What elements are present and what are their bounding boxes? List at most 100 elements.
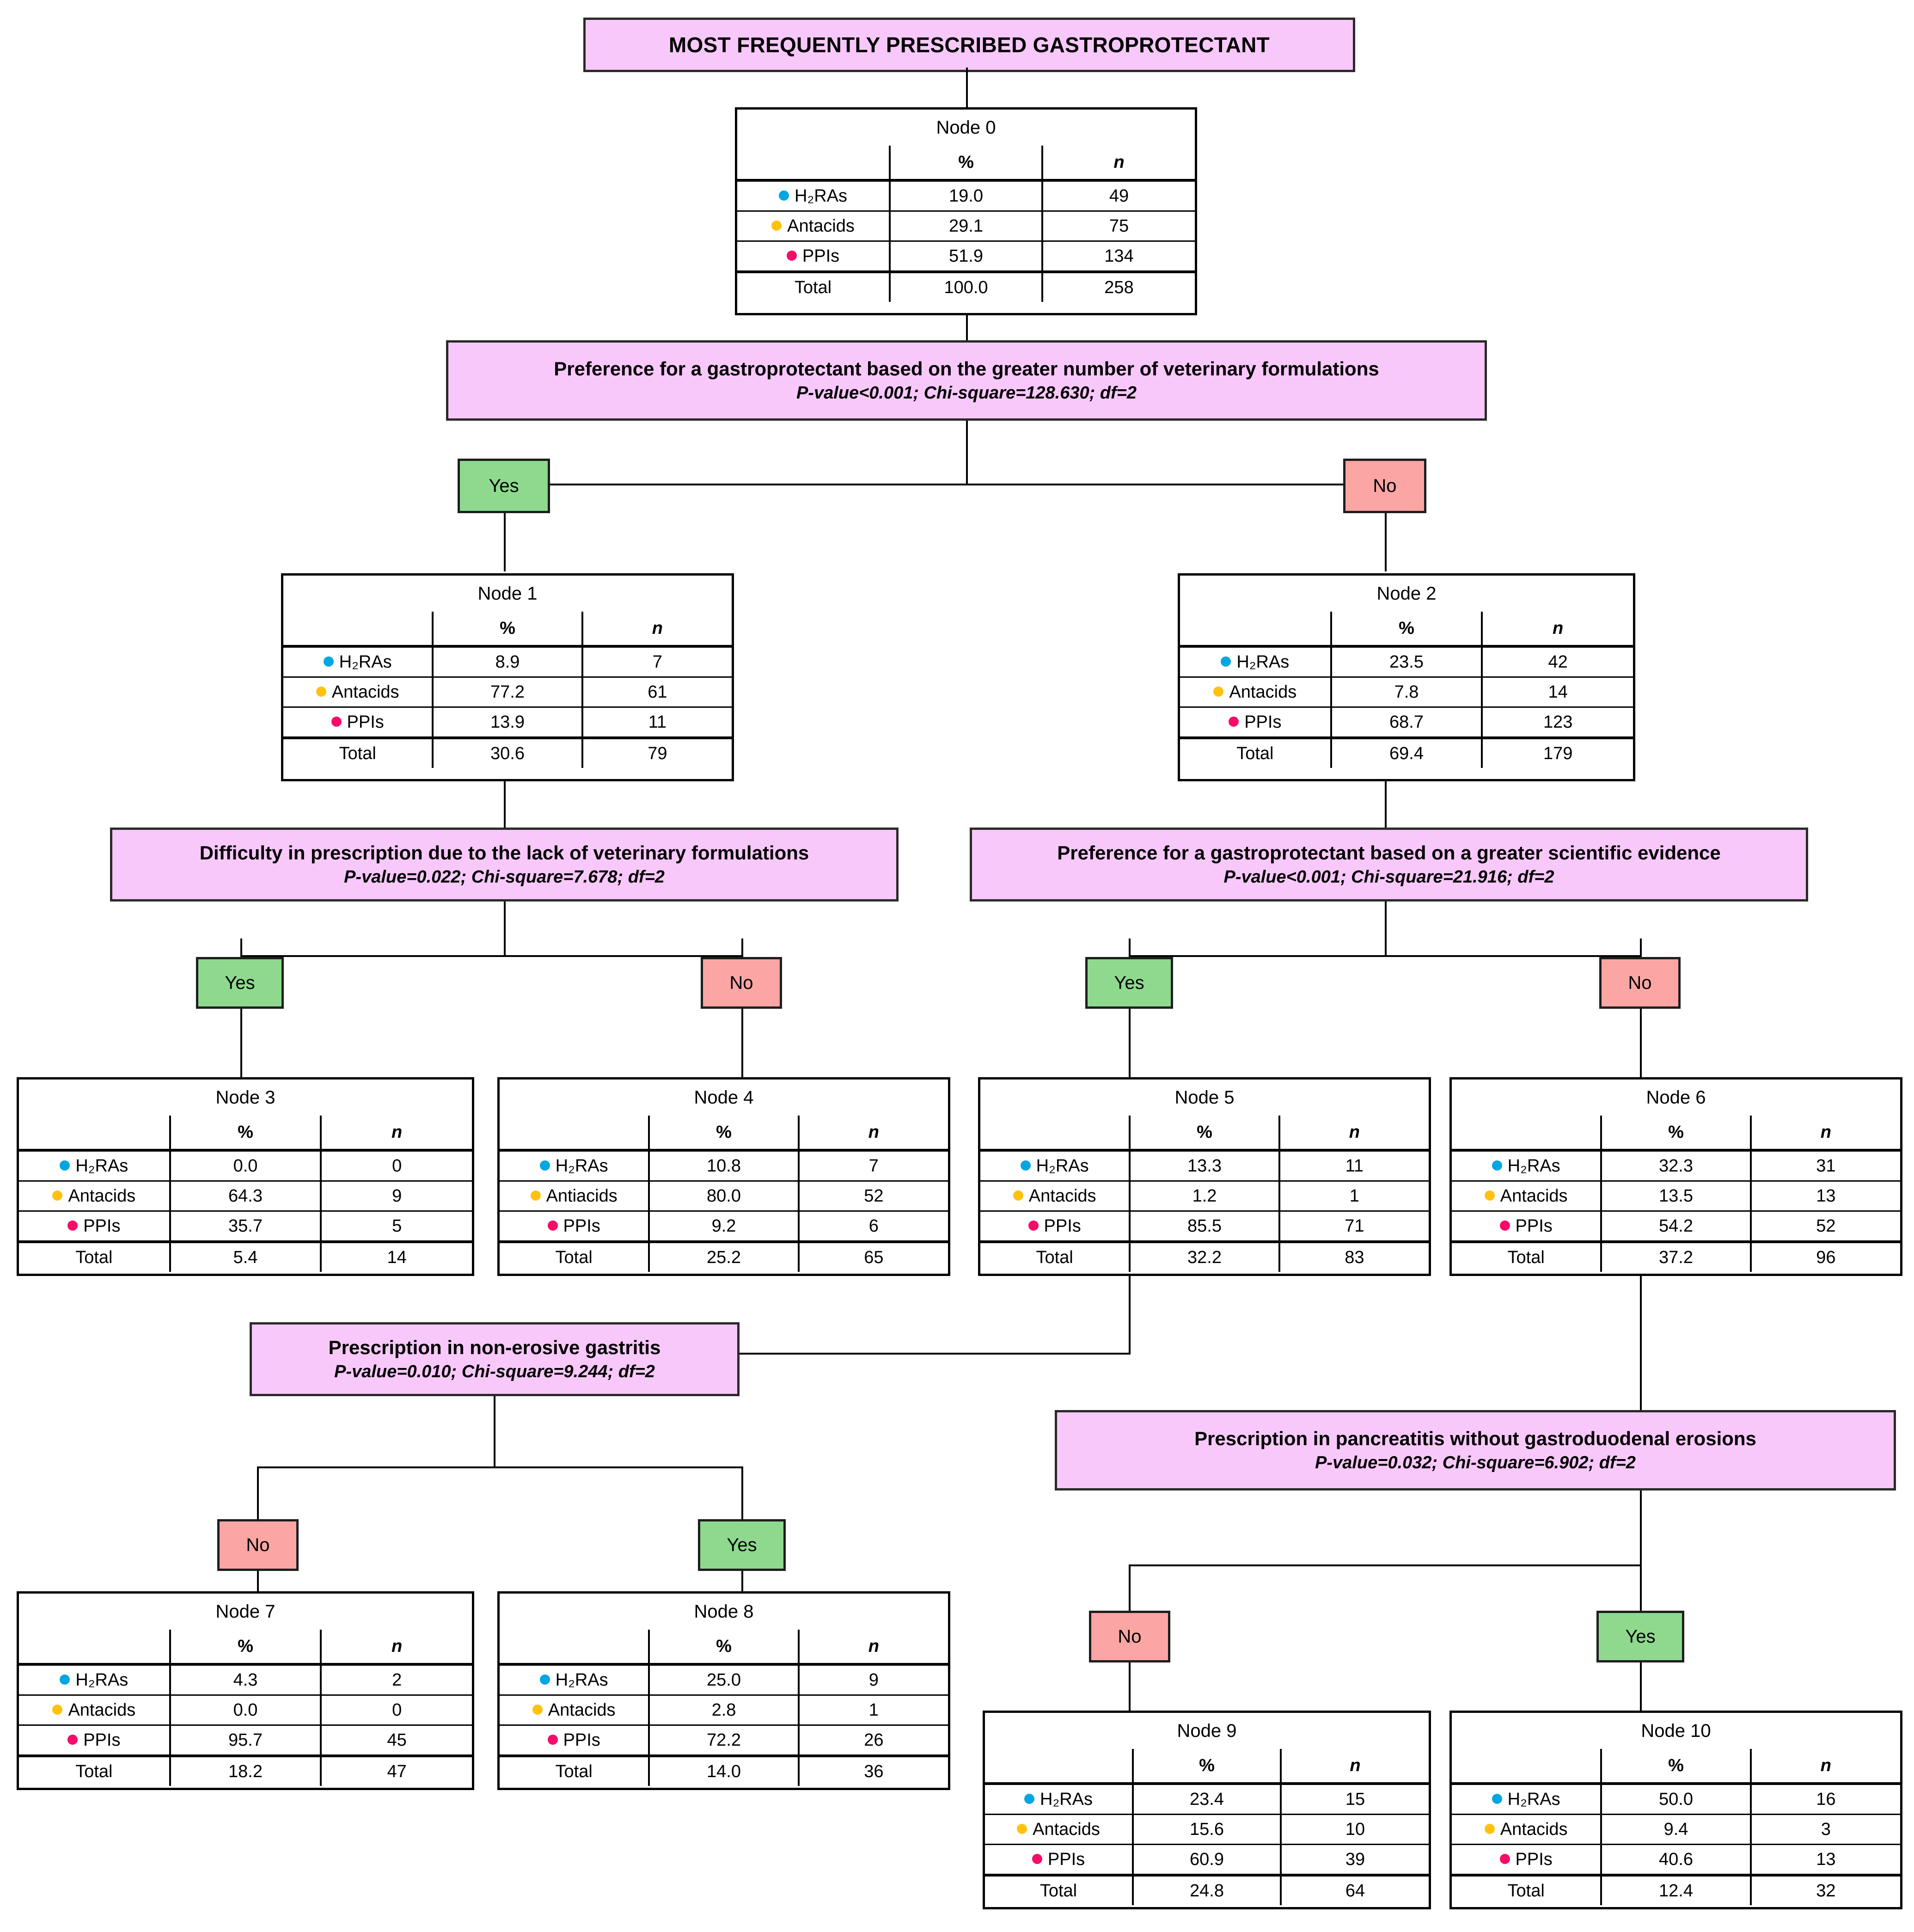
node-0-header-count: n [1041,146,1195,182]
branch-no-node6[interactable]: No [1089,1611,1170,1662]
split-node5-stats: P-value=0.010; Chi-square=9.244; df=2 [334,1362,655,1382]
node-4-cat-2: PPIs [563,1216,600,1236]
connector-right-to-yes [1129,938,1131,957]
node-0-n-2: 134 [1041,241,1195,273]
node-8-cat-1: Antacids [548,1700,616,1720]
node-10-header-count: n [1749,1749,1900,1785]
connector-right-to-no [1640,938,1642,957]
node-4-n-0: 7 [797,1150,948,1182]
h2ras-color-dot [1024,1794,1034,1804]
connector-node6-node6split [1640,1276,1642,1410]
node-8-header-percent: % [648,1630,799,1666]
node-5-total-label: Total [980,1240,1130,1272]
branch-no-right[interactable]: No [1599,957,1681,1009]
connector-node5-to-split [494,1353,1131,1355]
node-5-n-0: 11 [1278,1150,1429,1182]
branch-yes-node5[interactable]: Yes [698,1519,786,1571]
node-0-cat-0: H₂RAs [795,186,847,206]
node-0-n-0: 49 [1041,180,1195,212]
node-10-header-percent: % [1600,1749,1751,1785]
node-9-n-0: 15 [1280,1784,1429,1815]
antacids-color-dot [316,687,326,697]
node-8-pct-1: 2.8 [648,1695,799,1726]
branch-yes-left[interactable]: Yes [196,957,284,1009]
node-10-n-1: 3 [1749,1814,1900,1845]
node-8-n-0: 9 [797,1664,948,1696]
node-1-n-1: 61 [581,677,732,708]
node-2-n-0: 42 [1481,646,1633,678]
node-0-total-label: Total [737,270,890,302]
node-7-pct-2: 95.7 [169,1725,321,1757]
node-6-pct-0: 32.3 [1600,1150,1751,1182]
node-7-cat-1: Antacids [68,1700,136,1720]
node-5-pct-0: 13.3 [1129,1150,1279,1182]
node-0-total-n: 258 [1041,270,1195,302]
node-3-n-0: 0 [320,1150,472,1182]
connector-yes-node10 [1640,1650,1642,1711]
branch-yes-root[interactable]: Yes [458,459,550,513]
node-1-cat-0: H₂RAs [339,652,392,672]
node-5-cat-0: H₂RAs [1036,1156,1089,1176]
node-1-cat-1: Antacids [331,682,399,702]
branch-no-node5-label: No [246,1534,270,1555]
branch-yes-right[interactable]: Yes [1085,957,1173,1009]
connector-node5-childbus [257,1466,741,1468]
node-6-cat-2: PPIs [1515,1216,1553,1236]
node-6-n-0: 31 [1749,1150,1900,1182]
branch-no-right-label: No [1628,972,1652,993]
h2ras-color-dot [1492,1160,1502,1171]
connector-rootsplit-down [966,421,968,484]
node-1-pct-0: 8.9 [432,646,582,678]
node-4-cat-0: H₂RAs [555,1156,608,1176]
connector-left-to-no [741,938,743,957]
node-1-pct-2: 13.9 [432,707,582,739]
node-6-pct-2: 54.2 [1600,1211,1751,1243]
connector-no-node7 [257,1558,259,1591]
node-7-title: Node 7 [215,1601,275,1622]
connector-node6-childbus [1129,1564,1642,1566]
connector-node5-to-no [257,1466,259,1522]
node-7-total-pct: 18.2 [169,1754,321,1786]
node-9-title: Node 9 [1177,1720,1237,1741]
split-right-stats: P-value<0.001; Chi-square=21.916; df=2 [1223,867,1554,887]
connector-node5split-down [494,1396,495,1466]
node-1-cat-2: PPIs [347,712,384,732]
node-2-pct-2: 68.7 [1330,707,1482,739]
node-9-pct-2: 60.9 [1132,1844,1281,1876]
h2ras-color-dot [60,1160,70,1171]
connector-left-to-yes [240,938,242,957]
node-7-cat-2: PPIs [83,1730,121,1750]
node-7-cat-0: H₂RAs [75,1670,128,1690]
antacids-color-dot [771,221,782,231]
node-3-header-percent: % [169,1116,321,1152]
node-3-pct-0: 0.0 [169,1150,321,1182]
branch-no-node5[interactable]: No [217,1519,299,1571]
node-0-title: Node 0 [936,117,996,138]
node-9-header-percent: % [1132,1749,1281,1785]
h2ras-color-dot [779,190,789,201]
h2ras-color-dot [1492,1794,1502,1804]
node-7-n-0: 2 [320,1664,472,1696]
node-2-title: Node 2 [1376,583,1437,604]
node-10-total-pct: 12.4 [1600,1874,1751,1905]
ppis-color-dot [1028,1221,1039,1231]
connector-node6-to-no [1129,1564,1131,1613]
node-2-total-label: Total [1180,736,1331,768]
node-4-n-1: 52 [797,1181,948,1212]
node-5-total-pct: 32.2 [1129,1240,1279,1272]
branch-yes-node6[interactable]: Yes [1596,1611,1684,1662]
node-3-pct-1: 64.3 [169,1181,321,1212]
node-2-total-n: 179 [1481,736,1633,768]
node-0-header-percent: % [889,146,1042,182]
branch-no-left[interactable]: No [701,957,782,1009]
branch-no-node6-label: No [1118,1626,1142,1647]
connector-node6split-down [1640,1490,1642,1564]
branch-no-root[interactable]: No [1343,459,1426,513]
